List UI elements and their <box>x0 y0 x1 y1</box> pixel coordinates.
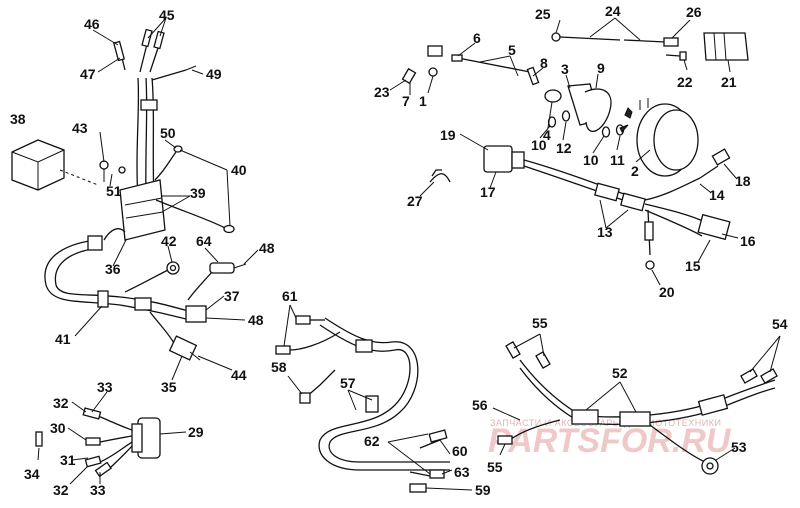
callout-39: 39 <box>190 185 206 201</box>
callout-48b: 48 <box>248 312 264 328</box>
callout-63: 63 <box>454 464 470 480</box>
callout-50: 50 <box>160 125 176 141</box>
callout-46: 46 <box>84 16 100 32</box>
callout-61: 61 <box>282 288 298 304</box>
callout-41: 41 <box>55 331 71 347</box>
callout-64: 64 <box>196 233 212 249</box>
callout-22: 22 <box>677 74 693 90</box>
callout-13: 13 <box>597 224 613 240</box>
callout-40: 40 <box>231 162 247 178</box>
callout-54: 54 <box>772 316 788 332</box>
switch-harness-drawing <box>35 407 161 478</box>
watermark-brand: PARTSFOR.RU <box>488 422 732 460</box>
callout-34: 34 <box>24 466 40 482</box>
callout-10a: 10 <box>531 137 547 153</box>
callout-21: 21 <box>721 74 737 90</box>
left-harness-drawing <box>11 28 247 361</box>
callout-48a: 48 <box>259 240 275 256</box>
callout-53: 53 <box>731 439 747 455</box>
callout-59: 59 <box>475 482 491 498</box>
leader-lines <box>37 17 781 491</box>
callout-7: 7 <box>402 93 410 109</box>
callout-33a: 33 <box>97 379 113 395</box>
callout-8: 8 <box>540 55 548 71</box>
callout-29: 29 <box>188 424 204 440</box>
callout-32a: 32 <box>53 395 69 411</box>
callout-16: 16 <box>740 233 756 249</box>
callout-5: 5 <box>508 42 516 58</box>
callout-27: 27 <box>407 193 423 209</box>
callout-23: 23 <box>374 84 390 100</box>
relay-38 <box>11 139 65 191</box>
callout-56: 56 <box>472 397 488 413</box>
callout-30: 30 <box>50 420 66 436</box>
callout-11: 11 <box>610 152 625 168</box>
callout-60: 60 <box>452 443 468 459</box>
right-harness-drawing <box>497 341 778 475</box>
callout-14: 14 <box>709 187 725 203</box>
callout-42: 42 <box>161 233 177 249</box>
callout-47: 47 <box>80 66 96 82</box>
callout-2: 2 <box>631 163 639 179</box>
callout-12: 12 <box>556 140 572 156</box>
callout-19: 19 <box>440 127 456 143</box>
callout-44: 44 <box>231 367 247 383</box>
callout-49: 49 <box>206 66 222 82</box>
callout-18: 18 <box>735 173 751 189</box>
callout-55a: 55 <box>532 315 548 331</box>
callout-3: 3 <box>561 61 569 77</box>
callout-51: 51 <box>106 183 122 199</box>
callout-10b: 10 <box>583 152 599 168</box>
callout-36: 36 <box>105 261 121 277</box>
callout-20: 20 <box>659 284 675 300</box>
callout-4: 4 <box>543 127 551 143</box>
callout-15: 15 <box>685 258 701 274</box>
callout-58: 58 <box>271 359 287 375</box>
callout-57: 57 <box>340 375 356 391</box>
callout-33b: 33 <box>90 482 106 498</box>
callout-62: 62 <box>364 433 380 449</box>
callout-24: 24 <box>605 3 621 19</box>
callout-38: 38 <box>10 111 26 127</box>
callout-9: 9 <box>597 60 605 76</box>
callout-26: 26 <box>686 4 702 20</box>
watermark-tagline: ЗАПЧАСТИ И АКСЕССУАРЫ ДЛЯ МОТОТЕХНИКИ <box>490 418 721 428</box>
callout-37: 37 <box>224 288 240 304</box>
callout-25: 25 <box>535 6 551 22</box>
callout-35: 35 <box>161 379 177 395</box>
callout-31: 31 <box>60 452 76 468</box>
callout-1: 1 <box>419 93 427 109</box>
tachometer-assembly-drawing <box>401 32 749 270</box>
callout-52: 52 <box>612 365 628 381</box>
callout-labels: 1 2 3 4 5 6 7 8 9 10 10 11 12 13 14 15 1… <box>10 3 788 498</box>
callout-32b: 32 <box>53 482 69 498</box>
callout-17: 17 <box>480 184 496 200</box>
callout-45: 45 <box>159 7 175 23</box>
callout-43: 43 <box>72 120 88 136</box>
center-harness-drawing <box>275 315 450 493</box>
callout-6: 6 <box>473 30 481 46</box>
callout-55b: 55 <box>487 459 503 475</box>
